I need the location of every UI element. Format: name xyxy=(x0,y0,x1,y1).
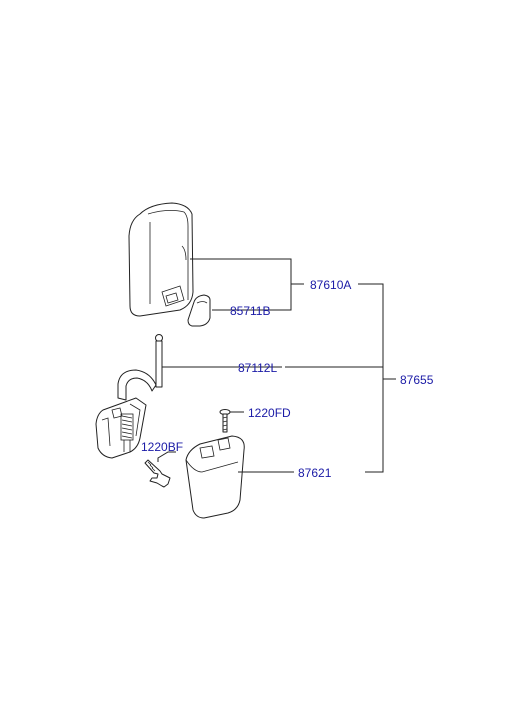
label-screw-base[interactable]: 1220BF xyxy=(141,440,183,454)
label-mirror-glass[interactable]: 85711B xyxy=(230,304,270,318)
label-mirror-arm[interactable]: 87112L xyxy=(238,361,277,375)
screw-base[interactable] xyxy=(144,459,171,488)
mirror-glass[interactable] xyxy=(187,294,211,327)
label-mirror-assembly[interactable]: 87655 xyxy=(400,373,434,387)
screw-top[interactable] xyxy=(219,409,231,433)
leader-lines xyxy=(157,258,396,473)
label-mirror-housing[interactable]: 87610A xyxy=(310,278,351,292)
base-cover[interactable] xyxy=(185,435,245,519)
label-base-cover[interactable]: 87621 xyxy=(298,466,332,480)
mirror-arm[interactable] xyxy=(95,334,163,459)
label-screw-top[interactable]: 1220FD xyxy=(248,406,291,420)
mirror-housing[interactable] xyxy=(128,202,194,317)
